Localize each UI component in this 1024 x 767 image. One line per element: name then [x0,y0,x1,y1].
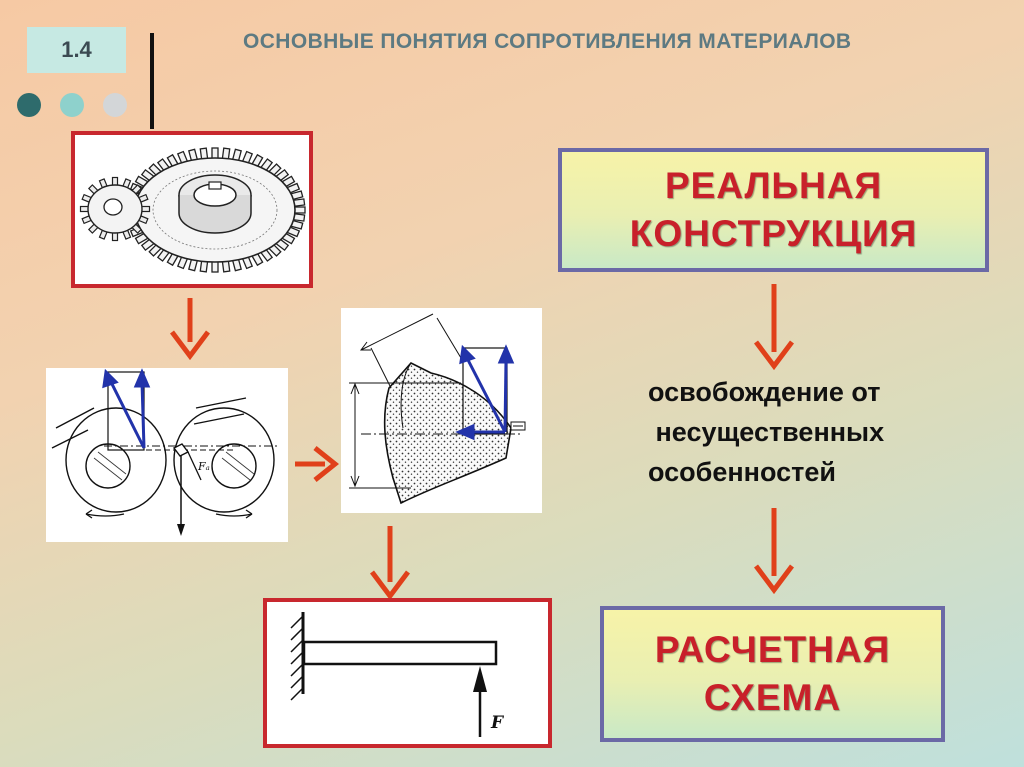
slide-title: ОСНОВНЫЕ ПОНЯТИЯ СОПРОТИВЛЕНИЯ МАТЕРИАЛО… [243,30,852,53]
nav-dot-1[interactable] [17,93,41,117]
arrow-down-right-2 [754,508,794,594]
beam-scheme-frame: F [263,598,552,748]
gear-illustration-frame [71,131,313,288]
design-scheme-box: РАСЧЕТНАЯ СХЕМА [600,606,945,742]
design-scheme-line2: СХЕМА [703,677,842,718]
nav-dot-2[interactable] [60,93,84,117]
caption-line1: освобождение от [648,377,881,407]
arrow-down-tooth [370,526,410,600]
design-scheme-line1: РАСЧЕТНАЯ [654,629,891,670]
gear-illustration [79,147,306,273]
caption-line2: несущественных [648,417,885,447]
title-divider [150,33,154,129]
slide-number: 1.4 [27,27,126,73]
arrow-down-right-1 [754,284,794,370]
nav-dot-3[interactable] [103,93,127,117]
real-construction-box: РЕАЛЬНАЯ КОНСТРУКЦИЯ [558,148,989,272]
gear-mesh-force-label: Fₐ [197,460,210,473]
gear-mesh-diagram: Fₐ [46,368,288,542]
arrow-down-gear [170,298,210,360]
caption-line3: особенностей [648,457,836,487]
beam-force-label: F [490,713,505,733]
tooth-force-diagram [341,308,542,513]
real-construction-line1: РЕАЛЬНАЯ [664,165,883,206]
arrow-right [295,446,339,482]
cantilever-beam-diagram: F [290,612,505,737]
real-construction-line2: КОНСТРУКЦИЯ [629,213,918,254]
simplification-caption: освобождение от несущественных особеннос… [648,372,988,492]
